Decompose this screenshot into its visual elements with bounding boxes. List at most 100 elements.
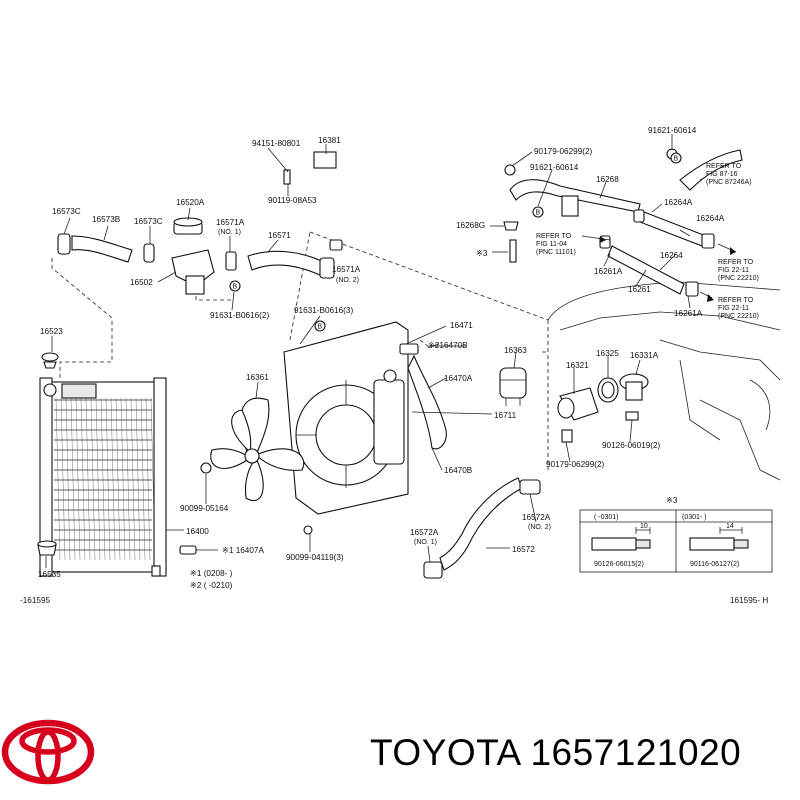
radiator-core-line bbox=[60, 397, 66, 561]
radiator-core-line bbox=[120, 397, 126, 561]
label-16571: 16571 bbox=[268, 231, 291, 240]
label-16261A-2: 16261A bbox=[674, 309, 703, 318]
refer-arrows bbox=[581, 177, 737, 302]
label-16573C-2: 16573C bbox=[134, 217, 163, 226]
inlet-16502 bbox=[171, 249, 215, 295]
label-16573C-1: 16573C bbox=[52, 207, 81, 216]
label-16268: 16268 bbox=[596, 175, 619, 184]
label-16502: 16502 bbox=[130, 278, 153, 287]
hose-16572 bbox=[423, 477, 541, 579]
label-91621b: 91621-60614 bbox=[530, 163, 579, 172]
radiator-core-line bbox=[75, 397, 81, 561]
svg-text:B: B bbox=[318, 324, 323, 331]
label-16268G: 16268G bbox=[456, 221, 485, 230]
hose-16470A bbox=[399, 343, 447, 450]
label-16363: 16363 bbox=[504, 346, 527, 355]
refer-note-1-line1: REFER TO bbox=[706, 163, 742, 170]
radiator-core-line bbox=[55, 397, 61, 561]
hose-16573B bbox=[57, 233, 155, 263]
inset-left-range: ( -0301) bbox=[594, 514, 619, 521]
radiator-core-line bbox=[90, 397, 96, 561]
refer-note-2-line2: FIG 11-04 bbox=[536, 241, 567, 248]
refer-note-4-line1: REFER TO bbox=[718, 297, 754, 304]
label-90099a: 90099-05164 bbox=[180, 504, 229, 513]
label-90179b: 90179-06299(2) bbox=[546, 460, 605, 469]
label-91631a: 91631-B0616(2) bbox=[210, 311, 269, 320]
label-note3: ※3 bbox=[476, 249, 488, 258]
label-90099b: 90099-04119(3) bbox=[286, 553, 344, 562]
hose-16571 bbox=[247, 239, 343, 279]
label-16572A-1-no: (NO. 1) bbox=[414, 539, 437, 546]
label-16535: 16535 bbox=[38, 570, 61, 579]
hose-16264 bbox=[633, 209, 715, 249]
label-16571A-1-no: (NO. 1) bbox=[218, 229, 241, 236]
circled-b-markers: B B B B bbox=[229, 152, 682, 332]
radiator-core-line bbox=[115, 397, 121, 561]
label-16572: 16572 bbox=[512, 545, 535, 554]
refer-note-4-line3: (PNC 22210) bbox=[718, 313, 759, 320]
inset-left-part: 90126-06015(2) bbox=[594, 561, 644, 568]
radiator-core-line bbox=[140, 397, 146, 561]
radiator-core-line bbox=[145, 397, 151, 561]
label-16573B: 16573B bbox=[92, 215, 121, 224]
inset-right-range: (0301- ) bbox=[682, 514, 707, 521]
label-16572A-2: 16572A bbox=[522, 513, 551, 522]
radiator-core-line bbox=[135, 397, 141, 561]
thermostat-16331A bbox=[619, 373, 649, 401]
label-16261: 16261 bbox=[628, 285, 651, 294]
radiator-core-line bbox=[70, 397, 76, 561]
label-91621a: 91621-60614 bbox=[648, 126, 697, 135]
label-94151: 94151-80801 bbox=[252, 139, 301, 148]
inset-right-part: 90116-06127(2) bbox=[690, 561, 739, 568]
clip-16571A-no1 bbox=[225, 251, 237, 271]
label-16407A: ※1 16407A bbox=[222, 546, 264, 555]
gasket-16325 bbox=[597, 377, 619, 403]
label-216470B: ※216470B bbox=[428, 341, 468, 350]
legend-note1: ※1 (0208- ) bbox=[190, 569, 233, 578]
label-16523: 16523 bbox=[40, 327, 63, 336]
refer-note-3: REFER TO FIG 22-11 (PNC 22210) bbox=[718, 259, 759, 282]
figure-code-right: 161595- H bbox=[730, 596, 768, 605]
label-16572A-2-no: (NO. 2) bbox=[528, 524, 551, 531]
legend-note2: ※2 ( -0210) bbox=[190, 581, 233, 590]
label-90179a: 90179-06299(2) bbox=[534, 147, 593, 156]
label-16400: 16400 bbox=[186, 527, 209, 536]
refer-note-3-line1: REFER TO bbox=[718, 259, 754, 266]
footer-part-number: 1657121020 bbox=[530, 732, 742, 773]
label-16470B: 16470B bbox=[444, 466, 473, 475]
label-90126a: 90126-06019(2) bbox=[602, 441, 661, 450]
radiator-cap-16520A bbox=[173, 217, 203, 235]
label-16361: 16361 bbox=[246, 373, 269, 382]
footer-title: TOYOTA 1657121020 bbox=[370, 732, 741, 774]
label-91631b: 91631-B0616(3) bbox=[294, 306, 353, 315]
label-16331A: 16331A bbox=[630, 351, 659, 360]
svg-text:B: B bbox=[233, 284, 238, 291]
radiator-core-line bbox=[65, 397, 71, 561]
drain-cock-16407A bbox=[179, 545, 218, 555]
radiator-core-line bbox=[80, 397, 86, 561]
label-16325: 16325 bbox=[596, 349, 619, 358]
refer-note-2-line3: (PNC 11101) bbox=[536, 249, 576, 256]
radiator-core-line bbox=[105, 397, 111, 561]
radiator-core-line bbox=[130, 397, 136, 561]
label-16572A-1: 16572A bbox=[410, 528, 439, 537]
pipe-16268 bbox=[504, 164, 641, 217]
leader-lines bbox=[45, 134, 691, 568]
label-90119: 90119-08A53 bbox=[268, 196, 317, 205]
inset-left-dim: 10 bbox=[640, 523, 648, 530]
label-16571A-2-no: (NO. 2) bbox=[336, 277, 359, 284]
part-labels: 94151-80801 16381 90119-08A53 90179-0629… bbox=[20, 126, 768, 605]
refer-note-1-line3: (PNC 87246A) bbox=[706, 179, 752, 186]
radiator-core-line bbox=[85, 397, 91, 561]
footer-brand: TOYOTA bbox=[370, 732, 520, 773]
refer-note-1-line2: FIG 87-16 bbox=[706, 171, 738, 178]
label-16264: 16264 bbox=[660, 251, 683, 260]
inset-fastener-box bbox=[579, 509, 773, 573]
label-16264A-1: 16264A bbox=[664, 198, 693, 207]
radiator-core-line bbox=[95, 397, 101, 561]
inset-right-dim: 14 bbox=[726, 523, 734, 530]
radiator-core-line bbox=[125, 397, 131, 561]
refer-note-3-line2: FIG 22-11 bbox=[718, 267, 749, 274]
refer-notes: REFER TO FIG 87-16 (PNC 87246A) REFER TO… bbox=[536, 163, 759, 320]
radiator-core-line bbox=[100, 397, 106, 561]
